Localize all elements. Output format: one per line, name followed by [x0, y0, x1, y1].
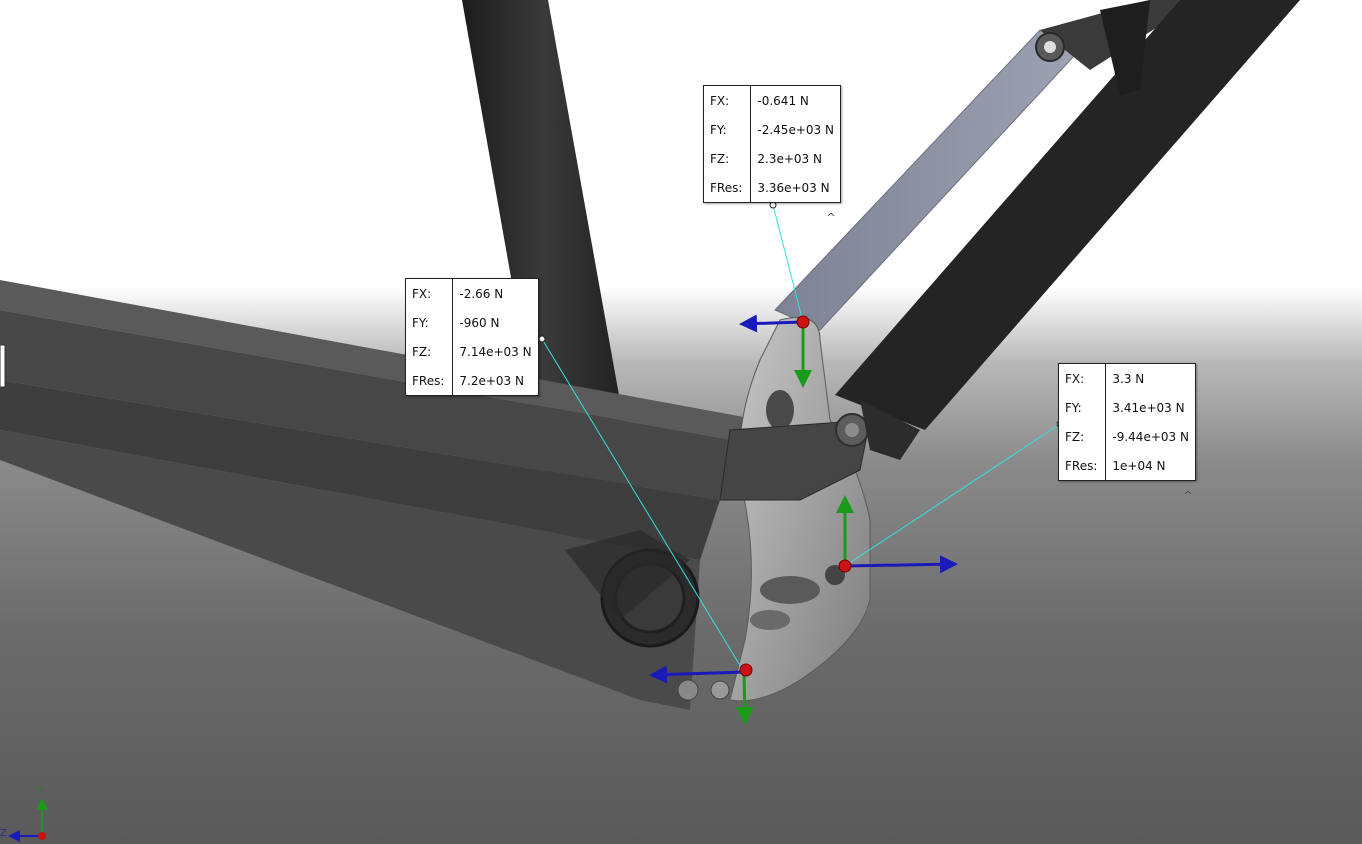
fz-value: 2.3e+03 N: [757, 151, 822, 166]
fx-value: 3.3 N: [1112, 371, 1145, 386]
pivot-bolt: [710, 680, 730, 700]
reaction-point-top: [796, 315, 810, 329]
fy-value: -2.45e+03 N: [757, 122, 834, 137]
bottom-bracket[interactable]: [565, 530, 700, 648]
fx-label: FX:: [1059, 364, 1107, 393]
fz-label: FZ:: [1059, 422, 1107, 451]
fx-value: -2.66 N: [459, 286, 504, 301]
force-arrows-left: [649, 663, 754, 725]
fres-value: 3.36e+03 N: [757, 180, 830, 195]
pivot-bolt: [677, 679, 699, 701]
viewport-edge-tab: [0, 344, 6, 388]
fres-value: 1e+04 N: [1112, 458, 1166, 473]
fx-value: -0.641 N: [757, 93, 809, 108]
reaction-point-right: [838, 559, 852, 573]
fz-label: FZ:: [406, 337, 454, 366]
fy-value: -960 N: [459, 315, 500, 330]
chain-stays[interactable]: [0, 280, 760, 710]
reaction-force-callout-left[interactable]: FX: -2.66 N FY: -960 N FZ: 7.14e+03 N FRes:…: [405, 278, 539, 396]
fy-value: 3.41e+03 N: [1112, 400, 1185, 415]
fz-value: -9.44e+03 N: [1112, 429, 1189, 444]
chevron-up-icon[interactable]: ^: [826, 211, 836, 224]
force-arrows-top: [739, 314, 812, 388]
leader-lines: [541, 204, 1061, 673]
chevron-up-icon[interactable]: ^: [1183, 489, 1193, 502]
fy-label: FY:: [406, 308, 454, 337]
coordinate-triad: [8, 798, 48, 842]
chevron-up-icon[interactable]: ^: [525, 403, 535, 416]
down-tube[interactable]: [835, 0, 1300, 430]
fx-label: FX:: [406, 279, 454, 308]
fx-label: FX:: [704, 86, 752, 115]
fres-value: 7.2e+03 N: [459, 373, 524, 388]
fres-label: FRes:: [406, 366, 454, 395]
leader-anchor: [538, 335, 546, 343]
reaction-point-left: [739, 663, 753, 677]
fz-value: 7.14e+03 N: [459, 344, 532, 359]
reaction-force-callout-right[interactable]: FX: 3.3 N FY: 3.41e+03 N FZ: -9.44e+03 N FR…: [1058, 363, 1196, 481]
fres-label: FRes:: [1059, 451, 1107, 480]
fz-label: FZ:: [704, 144, 752, 173]
triad-y-label: Y: [38, 785, 45, 796]
upper-link[interactable]: [719, 400, 920, 501]
fy-label: FY:: [1059, 393, 1107, 422]
force-arrows-right: [836, 495, 958, 574]
fy-label: FY:: [704, 115, 752, 144]
triad-z-label: Z: [0, 828, 7, 839]
fres-label: FRes:: [704, 173, 752, 202]
reaction-force-callout-top[interactable]: FX:-0.641 N FY:-2.45e+03 N FZ:2.3e+03 N …: [703, 85, 841, 203]
